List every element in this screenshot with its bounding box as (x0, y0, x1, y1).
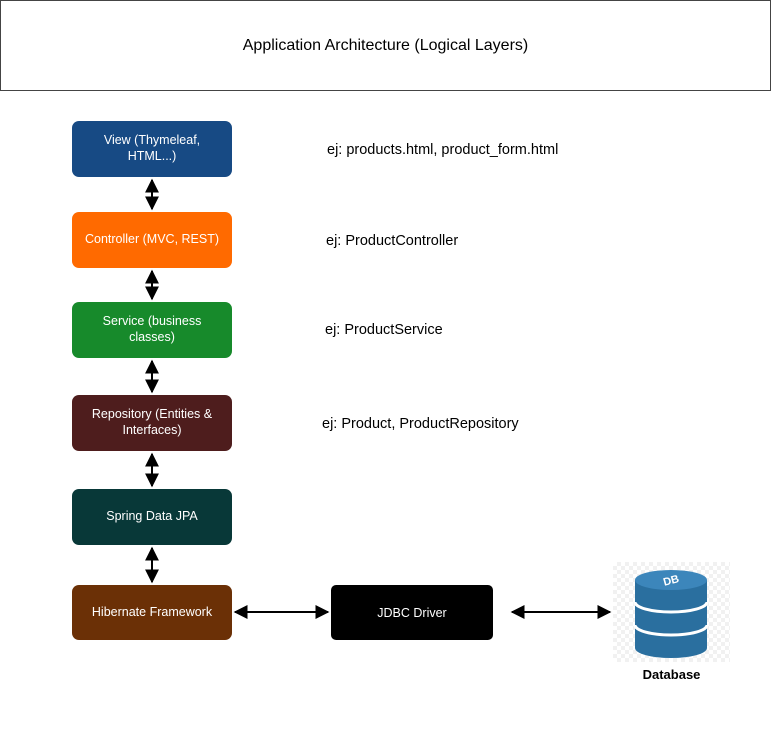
database-icon-container: DB (613, 562, 730, 662)
layer-spring-data-jpa: Spring Data JPA (72, 489, 232, 545)
layer-service: Service (business classes) (72, 302, 232, 358)
note-view-example: ej: products.html, product_form.html (327, 142, 559, 158)
database-icon-text: DB (662, 573, 681, 589)
layer-controller-label: Controller (MVC, REST) (84, 232, 220, 247)
layer-repository-label: Repository (Entities & Interfaces) (91, 407, 213, 437)
diagram-title: Application Architecture (Logical Layers… (242, 36, 529, 54)
layer-view-label: View (Thymeleaf, HTML...) (103, 133, 201, 163)
note-service-example: ej: ProductService (325, 322, 443, 338)
layer-hibernate: Hibernate Framework (72, 585, 232, 640)
layer-controller: Controller (MVC, REST) (72, 212, 232, 268)
jdbc-driver-box: JDBC Driver (331, 585, 493, 640)
note-repository-example: ej: Product, ProductRepository (322, 416, 519, 432)
layer-repository: Repository (Entities & Interfaces) (72, 395, 232, 451)
layer-hibernate-label: Hibernate Framework (91, 604, 213, 619)
note-controller-example: ej: ProductController (326, 233, 459, 249)
layer-spring-data-jpa-label: Spring Data JPA (106, 509, 198, 524)
layer-service-label: Service (business classes) (102, 314, 202, 344)
layer-view: View (Thymeleaf, HTML...) (72, 121, 232, 177)
database-label: Database (642, 667, 701, 682)
diagram-title-box: Application Architecture (Logical Layers… (0, 0, 771, 91)
database-icon: DB (633, 570, 709, 658)
jdbc-driver-label: JDBC Driver (377, 605, 447, 620)
